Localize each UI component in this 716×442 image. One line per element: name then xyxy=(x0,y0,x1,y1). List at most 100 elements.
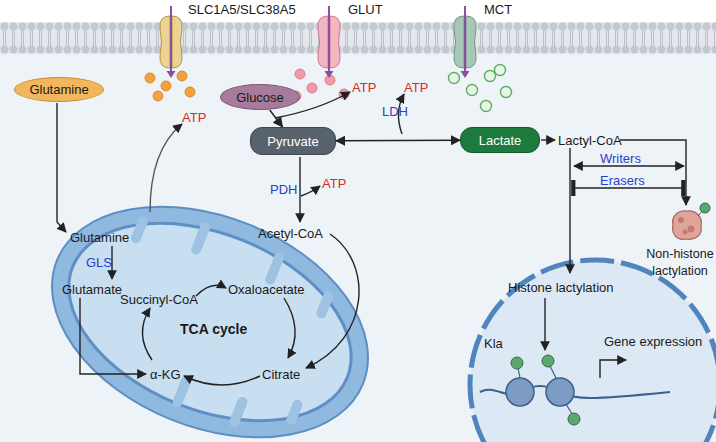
node-text: Glutamine xyxy=(29,82,88,97)
nucleus xyxy=(470,260,716,442)
text-label: α-KG xyxy=(150,367,181,382)
pathway-arrows xyxy=(150,124,182,212)
flow-arrow xyxy=(270,110,283,127)
mitochondrion xyxy=(178,381,186,401)
dna-nucleosomes xyxy=(518,368,520,378)
dna-nucleosomes xyxy=(568,413,580,425)
transport-arrow xyxy=(464,6,466,72)
lactate-dots xyxy=(501,87,512,98)
transporter-half xyxy=(172,16,182,68)
text-label: LDH xyxy=(382,104,408,119)
text-label: ATP xyxy=(404,80,428,95)
text-label: TCA cycle xyxy=(180,322,247,337)
transporter-half xyxy=(318,16,328,68)
pathway-arrows xyxy=(306,234,359,368)
transporter-shape xyxy=(452,14,478,70)
mitochondrion xyxy=(196,227,205,249)
glutamine-dots xyxy=(185,87,195,97)
pathway-arrows xyxy=(544,298,545,350)
text-label: PDH xyxy=(270,182,297,197)
protein-body xyxy=(673,211,702,239)
dna-nucleosomes xyxy=(546,378,574,406)
metabolite-ellipse: Glucose xyxy=(220,84,300,110)
protein-body xyxy=(688,226,695,233)
transport-arrow xyxy=(461,71,470,78)
flow-arrow xyxy=(336,139,460,141)
pathway-arrows xyxy=(57,103,66,232)
lactate-dots xyxy=(449,73,460,84)
transporter: SLC1A5/SLC38A5 xyxy=(158,14,184,70)
pathway-arrows xyxy=(284,298,295,358)
flow-arrow xyxy=(270,110,283,127)
text-label: Lactyl-CoA xyxy=(558,133,622,148)
protein-body xyxy=(678,217,684,223)
mitochondrion xyxy=(321,296,328,313)
dna-nucleosomes xyxy=(506,378,534,406)
transporter-half xyxy=(454,16,464,68)
text-label: Succinyl-CoA xyxy=(120,292,198,307)
dna-nucleosomes xyxy=(511,357,523,369)
pathway-arrows xyxy=(196,285,226,296)
glutamine-dots xyxy=(177,71,187,81)
node-label: GLUT xyxy=(348,2,383,17)
text-label: Writers xyxy=(600,151,641,166)
pathway-arrows xyxy=(57,92,686,385)
mitochondrion xyxy=(40,185,380,442)
protein-blob: Non-histone lactylation xyxy=(670,208,704,242)
text-label: Glutamine xyxy=(70,230,129,245)
mitochondrion xyxy=(18,163,403,442)
pathway-arrows xyxy=(600,360,626,378)
text-label: GLS xyxy=(86,255,112,270)
metabolite-ellipse: Glutamine xyxy=(14,77,104,102)
mitochondrion xyxy=(18,163,403,442)
cell-membrane xyxy=(0,22,716,38)
text-label: Citrate xyxy=(262,367,300,382)
pathway-arrows xyxy=(541,139,555,140)
text-label: Erasers xyxy=(600,173,645,188)
pathway-arrows xyxy=(301,186,320,196)
dna-nucleosomes xyxy=(542,355,554,367)
node-label: SLC1A5/SLC38A5 xyxy=(188,2,296,17)
transporter-shape xyxy=(316,14,342,70)
text-label: Oxaloacetate xyxy=(228,282,305,297)
pathway-arrows xyxy=(569,148,570,273)
transporter: GLUT xyxy=(316,14,342,70)
transport-arrow xyxy=(325,71,334,78)
transporter-half xyxy=(330,16,340,68)
transport-arrow xyxy=(167,71,176,78)
transporter-shape xyxy=(158,14,184,70)
nucleus xyxy=(470,260,716,442)
dna-nucleosomes xyxy=(550,366,556,378)
protein-body xyxy=(683,230,688,235)
cell-membrane xyxy=(0,22,716,54)
node-text: Glucose xyxy=(236,90,284,105)
glutamine-dots xyxy=(145,73,155,83)
mitochondrion xyxy=(136,221,143,238)
glutamine-dots xyxy=(161,81,171,91)
cell-membrane xyxy=(0,22,716,54)
metabolite-box: Lactate xyxy=(460,127,540,153)
lactate-dots xyxy=(485,71,496,82)
pathway-arrows xyxy=(142,308,152,360)
flow-arrow xyxy=(336,140,460,142)
metabolite-box: Pyruvate xyxy=(250,127,336,155)
node-label: Non-histone lactylation xyxy=(644,246,716,280)
glutamine-dots xyxy=(145,71,195,101)
transport-arrow xyxy=(170,6,172,72)
text-label: ATP xyxy=(182,110,206,125)
node-label: MCT xyxy=(484,2,512,17)
glucose-dots xyxy=(307,83,317,93)
lactate-dots xyxy=(449,65,512,112)
glucose-dots xyxy=(295,69,305,79)
pathway-arrows xyxy=(184,376,260,385)
text-label: Acetyl-CoA xyxy=(258,226,323,241)
protein-shape xyxy=(670,208,704,242)
glutamine-dots xyxy=(153,91,163,101)
pathway-arrows xyxy=(299,157,300,222)
transporter: MCT xyxy=(452,14,478,70)
text-label: ATP xyxy=(352,80,376,95)
lactate-dots xyxy=(467,85,478,96)
mitochondrion xyxy=(291,405,297,420)
